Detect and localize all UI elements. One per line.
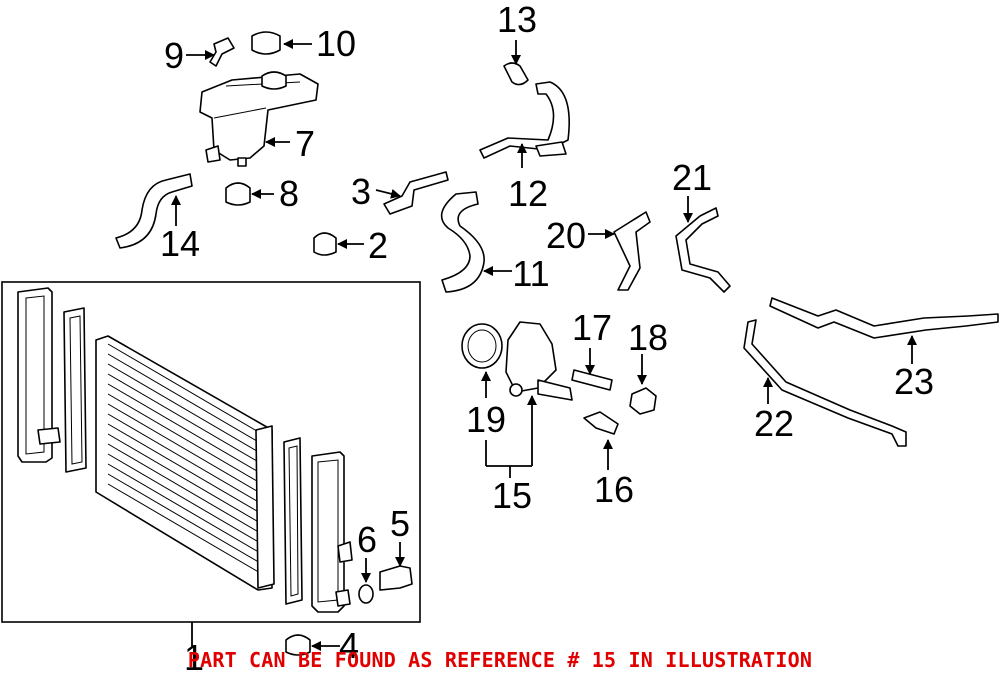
callout-23: 23 — [894, 361, 934, 402]
right-tank-gasket — [283, 437, 303, 605]
callout-6: 6 — [357, 519, 377, 560]
callout-20: 20 — [546, 215, 586, 256]
callout-21: 21 — [672, 157, 712, 198]
reservoir-cap — [251, 31, 281, 55]
callout-19: 19 — [466, 399, 506, 440]
pipe-21 — [675, 207, 731, 293]
hose-20 — [613, 211, 651, 291]
reservoir-bolt — [209, 37, 235, 67]
nut-18 — [629, 387, 657, 415]
coolant-reservoir — [199, 71, 319, 167]
left-radiator-tank — [17, 287, 61, 463]
drain-o-ring — [358, 584, 374, 604]
callout-5: 5 — [390, 503, 410, 544]
pipe-23 — [769, 297, 999, 339]
pipe-22 — [743, 319, 907, 447]
callout-18: 18 — [628, 317, 668, 358]
callout-4: 4 — [339, 625, 359, 666]
callout-11: 11 — [512, 253, 549, 294]
upper-support-cushion — [313, 232, 337, 256]
callout-3: 3 — [351, 171, 371, 212]
bracket-3 — [383, 171, 449, 215]
callout-22: 22 — [754, 403, 794, 444]
hose-11 — [440, 191, 485, 293]
left-tank-gasket — [63, 307, 87, 473]
right-radiator-tank — [311, 451, 353, 613]
water-inlet-housing — [505, 321, 573, 401]
stud-17 — [571, 369, 613, 391]
callout-8: 8 — [279, 173, 299, 214]
radiator-support-cushion — [285, 634, 311, 656]
callout-1: 1 — [184, 637, 204, 678]
callout-13: 13 — [497, 0, 537, 40]
drain-cock — [379, 565, 413, 591]
radiator-assembly-box — [1, 281, 421, 623]
callout-17: 17 — [572, 307, 612, 348]
callout-14: 14 — [160, 223, 200, 264]
pipe-12 — [479, 81, 570, 159]
callout-10: 10 — [316, 23, 356, 64]
hose-13 — [503, 62, 529, 86]
hose-14 — [115, 173, 193, 249]
callout-7: 7 — [295, 123, 315, 164]
reference-note: PART CAN BE FOUND AS REFERENCE # 15 IN I… — [187, 648, 813, 672]
callout-12: 12 — [508, 173, 548, 214]
callout-9: 9 — [164, 35, 184, 76]
callout-15: 15 — [492, 475, 532, 516]
callout-2: 2 — [368, 225, 388, 266]
reservoir-cushion — [225, 182, 251, 206]
callout-16: 16 — [594, 469, 634, 510]
leader-lines — [171, 39, 917, 651]
bolt-16 — [583, 411, 619, 435]
radiator-core — [95, 335, 275, 591]
